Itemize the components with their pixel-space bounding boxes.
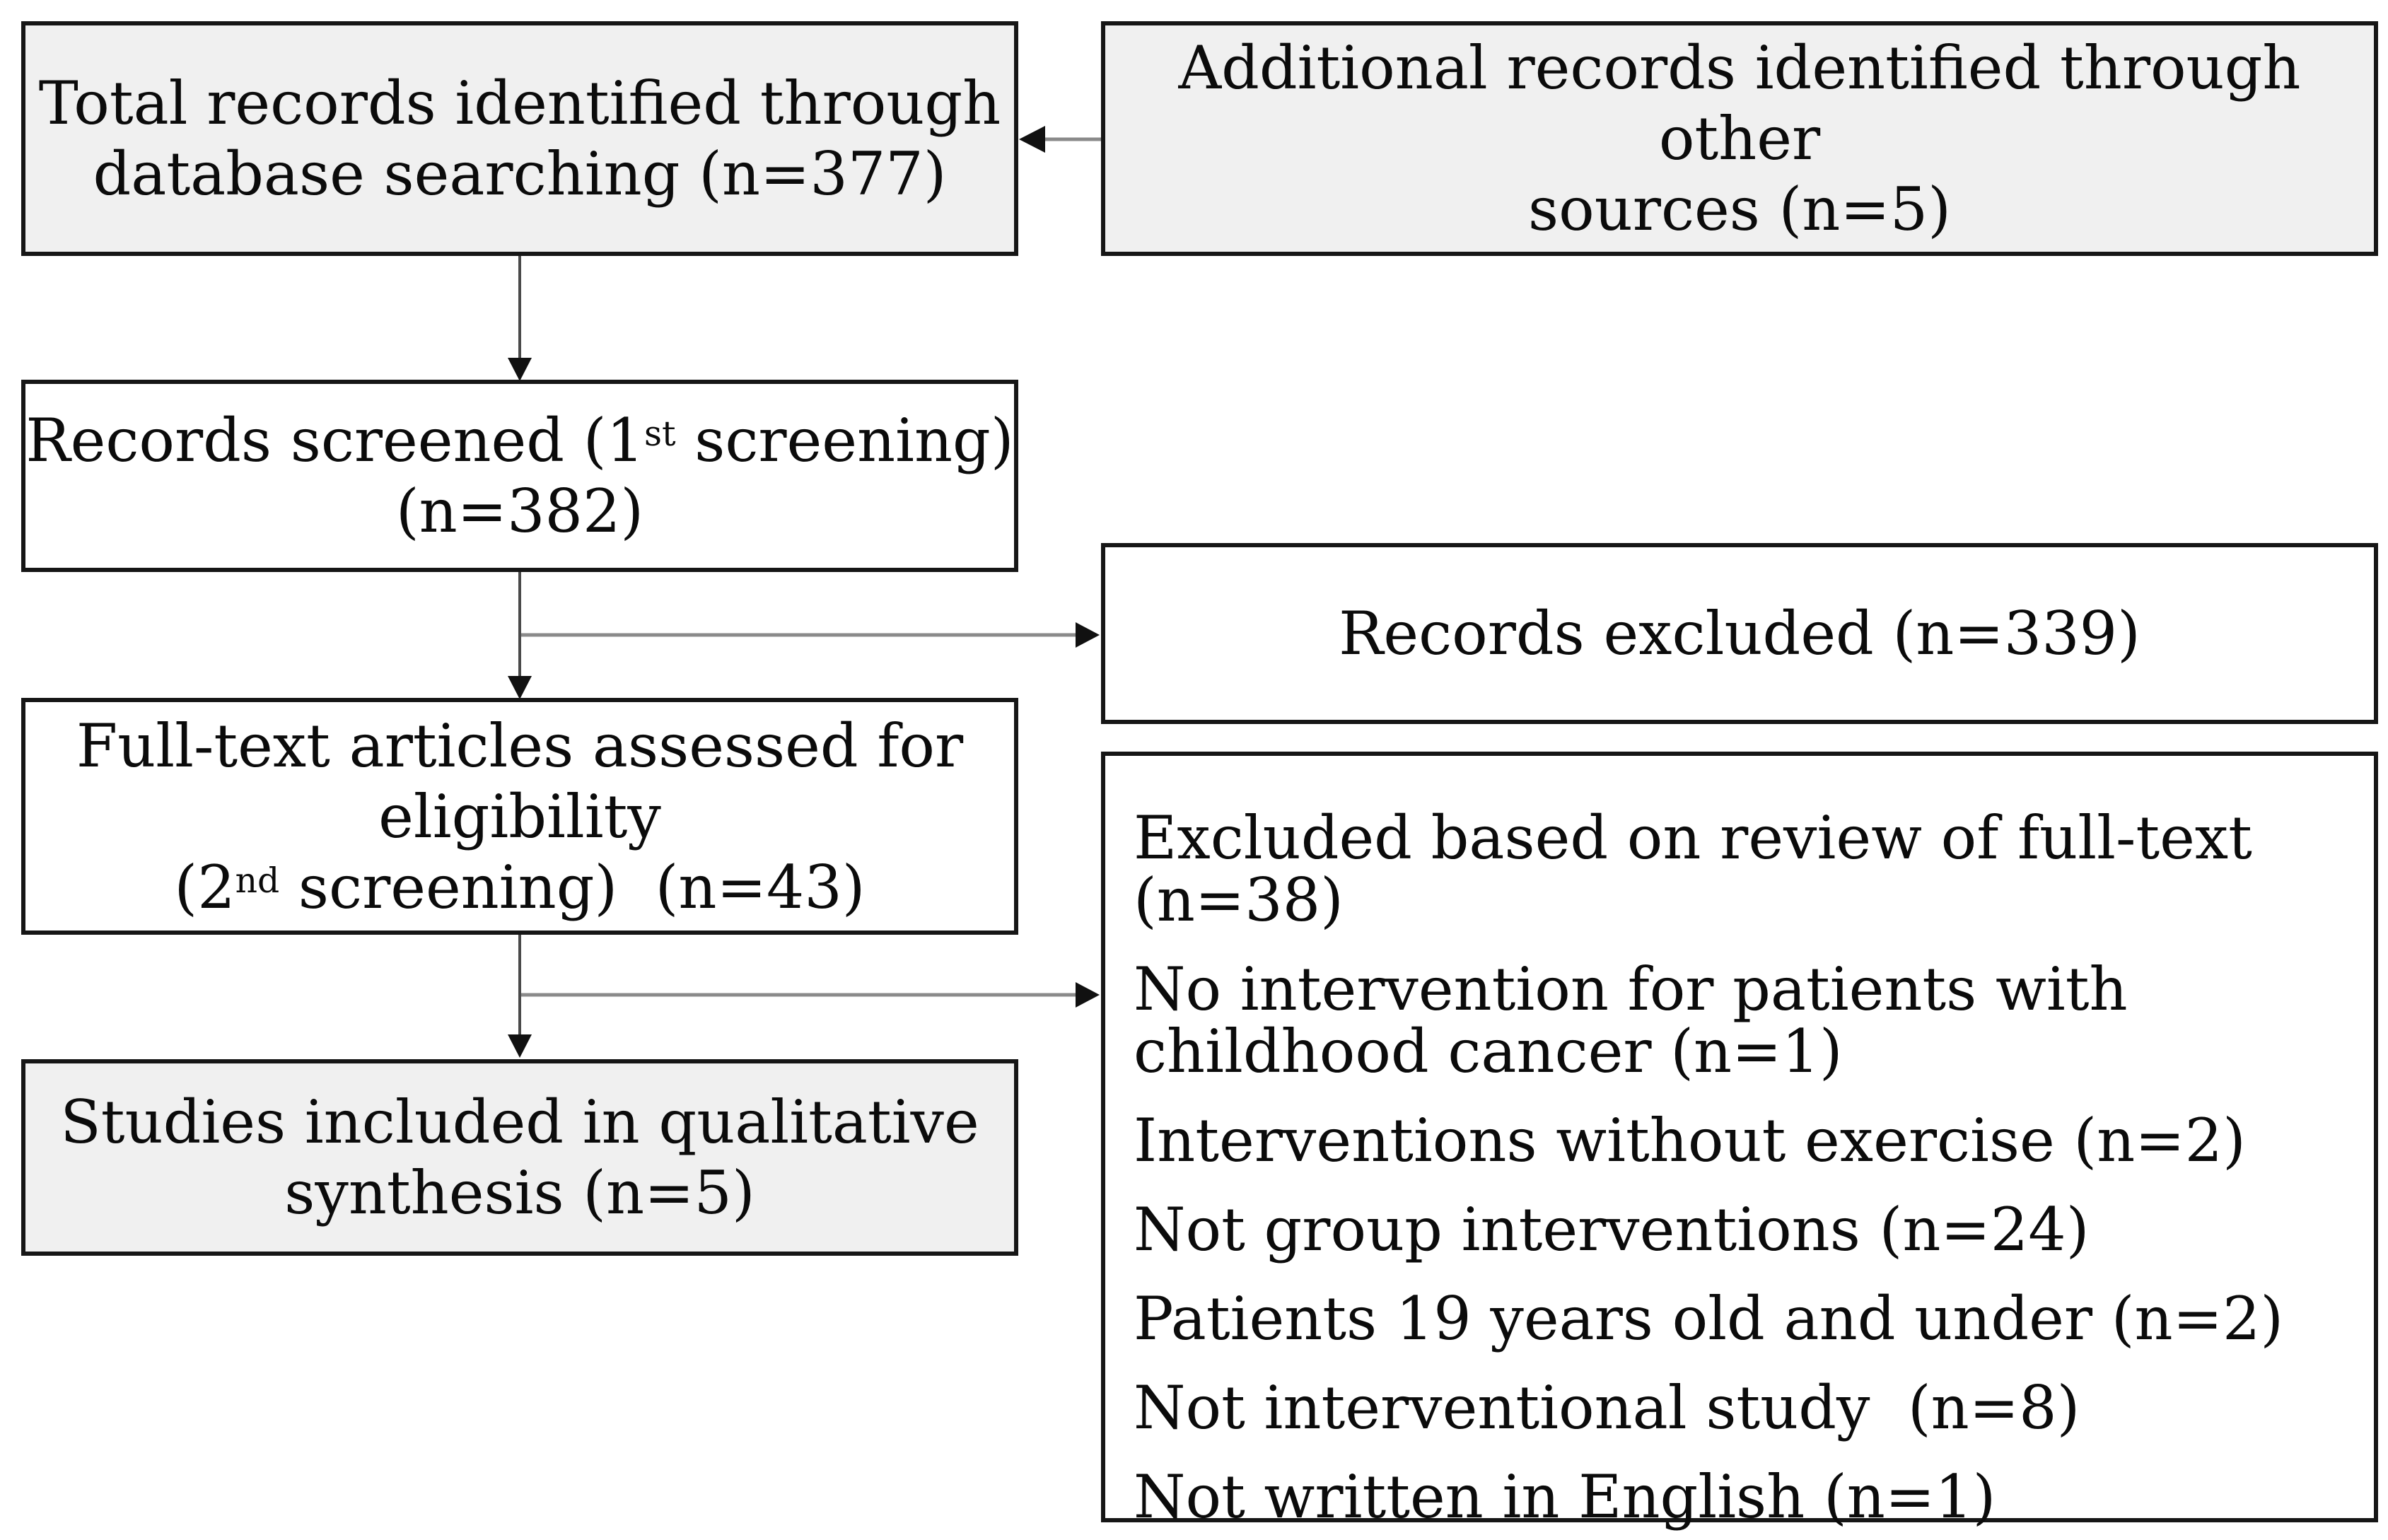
box-text-line: synthesis (n=5) bbox=[284, 1158, 755, 1227]
box-text-line: (2nd screening) (n=43) bbox=[174, 852, 866, 922]
box-text-line: sources (n=5) bbox=[1528, 175, 1951, 244]
box-exclusion-reasons: Excluded based on review of full-text (n… bbox=[1101, 752, 2378, 1528]
box-fulltext-assessed: Full-text articles assessed for eligibil… bbox=[21, 698, 1018, 935]
box-records-identified-database: Total records identified through databas… bbox=[21, 21, 1018, 256]
box-text-line: Studies included in qualitative bbox=[60, 1087, 979, 1157]
box-text-line: database searching (n=377) bbox=[93, 139, 947, 209]
exclusion-reason-item: No intervention for patients with childh… bbox=[1134, 955, 2147, 1086]
box-records-screened: Records screened (1st screening) (n=382) bbox=[21, 380, 1018, 572]
box-text-line: Full-text articles assessed for bbox=[76, 711, 964, 781]
box-studies-included: Studies included in qualitative synthesi… bbox=[21, 1059, 1018, 1256]
arrow-right-to-exclusion-reasons bbox=[521, 982, 1100, 1008]
exclusion-reason-item: Not group interventions (n=24) bbox=[1134, 1195, 2090, 1264]
exclusion-reason-item: Patients 19 years old and under (n=2) bbox=[1134, 1284, 2284, 1353]
exclusion-reason-item: Not written in English (n=1) bbox=[1134, 1462, 1996, 1532]
arrow-down-fulltext-to-included bbox=[508, 935, 532, 1058]
exclusion-reason-item: Not interventional study (n=8) bbox=[1134, 1373, 2080, 1442]
arrow-down-identified-to-screened bbox=[508, 256, 532, 381]
box-records-identified-other-sources: Additional records identified through ot… bbox=[1101, 21, 2378, 256]
box-text-line: Records excluded (n=339) bbox=[1339, 599, 2141, 668]
box-text-line: (n=382) bbox=[395, 477, 644, 546]
arrow-left-other-sources-to-identified bbox=[1019, 126, 1101, 153]
exclusion-reason-item: Excluded based on review of full-text (n… bbox=[1134, 803, 2271, 935]
box-text-line: Records screened (1st screening) bbox=[25, 406, 1014, 475]
arrow-down-screened-to-fulltext bbox=[508, 572, 532, 699]
box-text-line: eligibility bbox=[378, 781, 661, 851]
exclusion-reason-item: Interventions without exercise (n=2) bbox=[1134, 1106, 2246, 1175]
box-text-line: Additional records identified through ot… bbox=[1178, 33, 2320, 173]
arrow-right-to-records-excluded bbox=[521, 622, 1100, 648]
box-records-excluded: Records excluded (n=339) bbox=[1101, 543, 2378, 724]
box-text-line: Total records identified through bbox=[38, 69, 1001, 138]
